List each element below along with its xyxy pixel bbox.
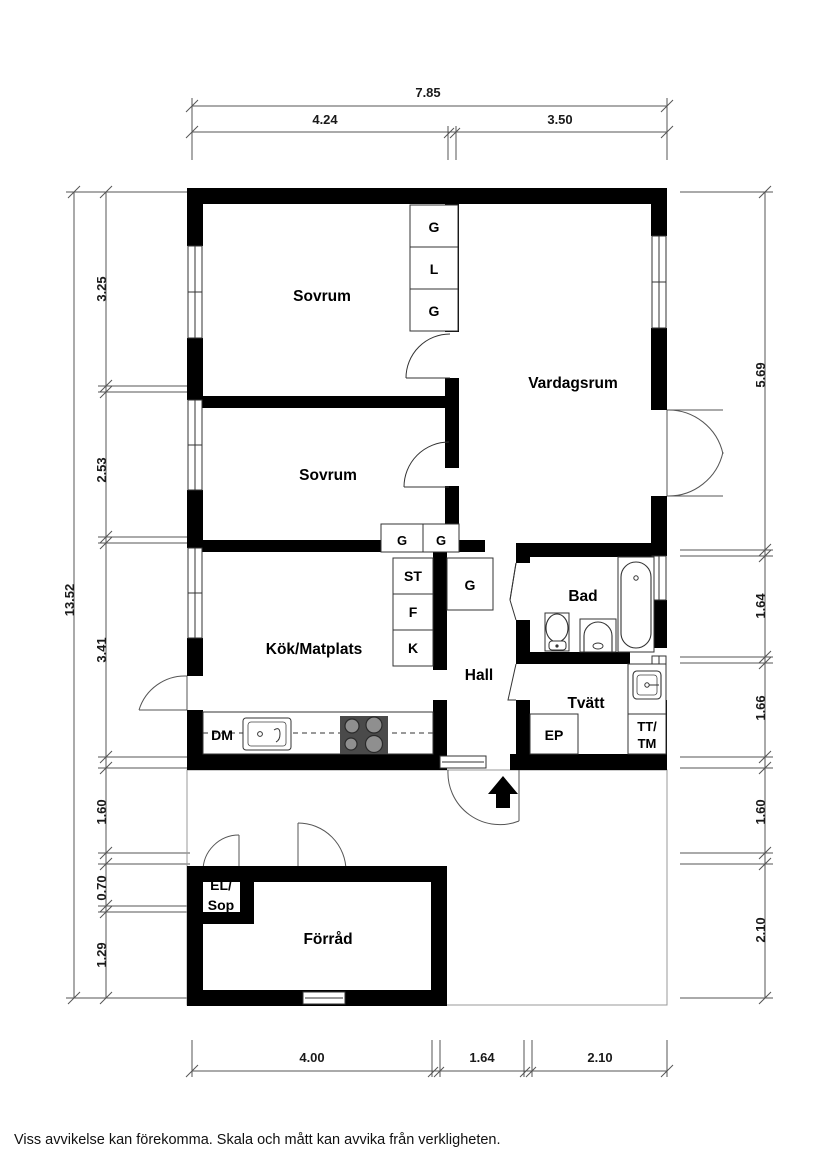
door-kok-exterior bbox=[138, 675, 188, 711]
tvatt-fixtures bbox=[529, 663, 667, 755]
kitchen-counter bbox=[202, 711, 434, 755]
dimensions-left bbox=[66, 185, 190, 1005]
door-bad bbox=[509, 562, 517, 621]
dim-left-seg-6: 1.29 bbox=[94, 942, 109, 967]
disclaimer-text: Viss avvikelse kan förekomma. Skala och … bbox=[14, 1132, 501, 1148]
room-label-sovrum-1: Sovrum bbox=[293, 288, 351, 305]
windows-left bbox=[187, 245, 203, 639]
closet-label-l: L bbox=[430, 261, 439, 277]
kitchen-fixture-boxes bbox=[380, 523, 494, 667]
dimensions-bottom bbox=[185, 1040, 674, 1078]
room-label-forrad: Förråd bbox=[303, 931, 352, 948]
dim-right-seg-4: 1.60 bbox=[753, 799, 768, 824]
bad-fixtures bbox=[544, 556, 655, 653]
closet-sovrum-1 bbox=[409, 204, 459, 332]
hall-closet-label: G bbox=[465, 577, 476, 593]
laundry-ttm-label-2: TM bbox=[638, 736, 657, 751]
dim-left-seg-2: 2.53 bbox=[94, 457, 109, 482]
laundry-ep-label: EP bbox=[545, 727, 564, 743]
lower-outline bbox=[186, 769, 668, 1006]
kitchen-wardrobe-right-label: G bbox=[436, 533, 446, 548]
toilet-icon bbox=[544, 612, 570, 652]
room-label-el-sop-line1: EL/ bbox=[210, 877, 232, 893]
room-label-el-sop-line2: Sop bbox=[208, 897, 234, 913]
dim-top-seg-1: 4.24 bbox=[312, 112, 338, 127]
room-label-tvatt: Tvätt bbox=[567, 695, 604, 712]
dim-right-seg-2: 1.64 bbox=[753, 593, 768, 619]
dim-right-seg-3: 1.66 bbox=[753, 695, 768, 720]
dishwasher-label: DM bbox=[211, 727, 233, 743]
door-el-sop bbox=[202, 834, 240, 872]
closet-label-g-bottom: G bbox=[429, 303, 440, 319]
laundry-ttm-label-1: TT/ bbox=[637, 719, 657, 734]
entry-door-swing bbox=[447, 769, 520, 826]
bathtub-icon bbox=[620, 561, 652, 649]
dim-right-seg-1: 5.69 bbox=[753, 362, 768, 387]
laundry-sink-icon bbox=[632, 670, 662, 700]
kitchen-wardrobe-left-label: G bbox=[397, 533, 407, 548]
dim-bottom-seg-1: 4.00 bbox=[299, 1050, 324, 1065]
closet-label-g-top: G bbox=[429, 219, 440, 235]
forrad-window bbox=[302, 991, 346, 1005]
door-forrad bbox=[297, 822, 347, 872]
door-sovrum-1 bbox=[405, 333, 451, 379]
kitchen-st-label: ST bbox=[404, 568, 422, 584]
dimensions-top bbox=[185, 98, 674, 160]
door-tvatt bbox=[507, 663, 517, 701]
dim-top-seg-2: 3.50 bbox=[547, 112, 572, 127]
dim-right-seg-5: 2.10 bbox=[753, 917, 768, 942]
kitchen-sink-icon bbox=[242, 717, 292, 751]
door-vardagsrum-exterior bbox=[666, 409, 724, 497]
dim-left-overall: 13.52 bbox=[62, 584, 77, 617]
dim-bottom-seg-3: 2.10 bbox=[587, 1050, 612, 1065]
door-sovrum-2 bbox=[403, 441, 450, 488]
entry-door-window bbox=[439, 755, 487, 769]
room-label-kok-matplats: Kök/Matplats bbox=[266, 641, 362, 658]
washbasin-icon bbox=[579, 618, 617, 653]
room-label-sovrum-2: Sovrum bbox=[299, 467, 357, 484]
dim-left-seg-1: 3.25 bbox=[94, 276, 109, 301]
dim-top-overall: 7.85 bbox=[415, 85, 440, 100]
forrad-walls bbox=[187, 866, 447, 1006]
stove-icon bbox=[340, 716, 388, 754]
entrance-arrow-icon bbox=[488, 776, 518, 808]
room-label-vardagsrum: Vardagsrum bbox=[528, 375, 618, 392]
dimensions-right bbox=[680, 185, 773, 1005]
room-label-hall: Hall bbox=[465, 667, 493, 684]
room-label-bad: Bad bbox=[568, 588, 597, 605]
dim-left-seg-4: 1.60 bbox=[94, 799, 109, 824]
dim-bottom-seg-2: 1.64 bbox=[469, 1050, 495, 1065]
dim-left-seg-3: 3.41 bbox=[94, 637, 109, 662]
kitchen-f-label: F bbox=[409, 604, 418, 620]
dim-left-seg-5: 0.70 bbox=[94, 875, 109, 900]
kitchen-k-label: K bbox=[408, 640, 418, 656]
